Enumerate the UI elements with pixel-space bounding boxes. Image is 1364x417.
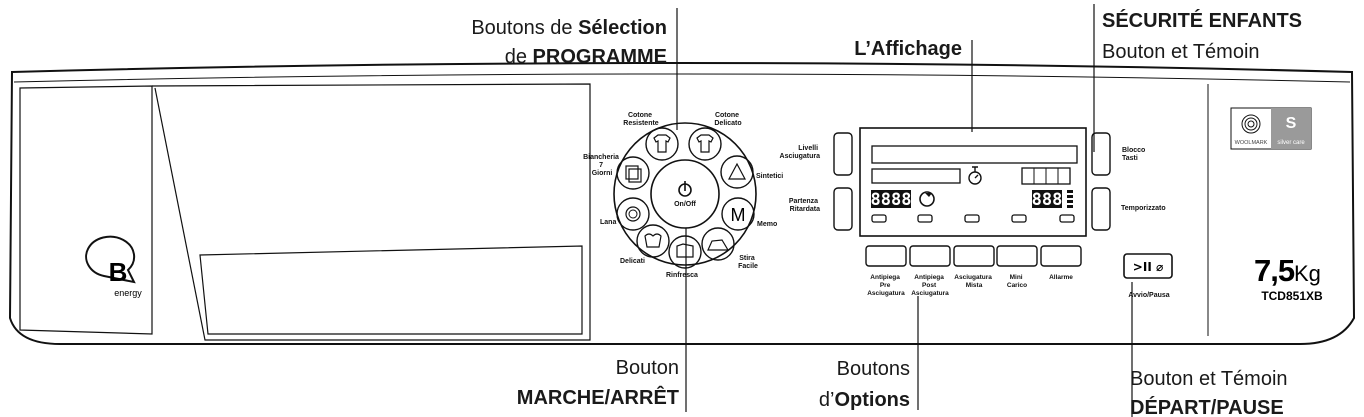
label-antipiega-post: Antipiega Post Asciugatura: [911, 274, 949, 297]
linen-icon: [625, 165, 639, 180]
refresh-icon: [676, 243, 694, 258]
callout-securite-line2: Bouton et Témoin: [1102, 41, 1260, 63]
program-button-cotone-delicato[interactable]: [688, 127, 722, 161]
label-delicati: Delicati: [620, 258, 645, 265]
energy-word: energy: [114, 288, 142, 298]
memo-symbol: M: [731, 205, 746, 225]
onoff-label: On/Off: [674, 201, 696, 208]
display-panel: Livelli Asciugatura Partenza Ritardata 8…: [780, 127, 1166, 237]
callout-selection-line2: de PROGRAMME: [505, 46, 667, 68]
option-buttons: Antipiega Pre Asciugatura Antipiega Post…: [865, 245, 1082, 297]
program-button-stira-facile[interactable]: [701, 227, 735, 261]
silver-care-icon: S: [1286, 115, 1297, 132]
triangle-icon: [728, 162, 746, 180]
program-button-memo[interactable]: M: [721, 197, 755, 231]
partenza-button[interactable]: [833, 187, 853, 231]
callout-selection-line1: Boutons de Sélection: [471, 17, 667, 39]
shirt-icon: [696, 134, 714, 153]
livelli-button[interactable]: [833, 132, 853, 176]
lcd-bar-mid: [871, 168, 961, 184]
capacity-value: 7,5: [1254, 253, 1295, 288]
option-antipiega-pre-button[interactable]: [865, 245, 907, 267]
silver-care-badge: [1271, 108, 1311, 149]
label-blocco: Blocco Tasti: [1122, 147, 1147, 162]
delicate-icon: [644, 233, 662, 248]
blocco-tasti-button[interactable]: [1091, 132, 1111, 176]
lcd-bar-top: [871, 145, 1078, 164]
callout-securite-line1: SÉCURITÉ ENFANTS: [1102, 9, 1302, 32]
onoff-button[interactable]: [650, 159, 720, 229]
display-right: 888: [1032, 190, 1063, 210]
option-asciugatura-mista-button[interactable]: [953, 245, 995, 267]
option-leds: [871, 214, 1075, 223]
option-allarme-button[interactable]: [1040, 245, 1082, 267]
temporizzato-button[interactable]: [1091, 187, 1111, 231]
program-button-cotone-resistente[interactable]: [645, 127, 679, 161]
program-button-delicati[interactable]: [636, 224, 670, 258]
panel-outline: [8, 62, 1356, 345]
option-antipiega-post-button[interactable]: [909, 245, 951, 267]
callout-options-line2: d’Options: [819, 389, 910, 411]
capacity-badge: 7,5 Kg TCD851XB: [1254, 253, 1323, 303]
display-right-bg: [1032, 190, 1062, 208]
callout-options-line1: Boutons: [837, 358, 910, 380]
iron-icon: [707, 239, 730, 251]
label-avvio: Avvio/Pausa: [1128, 292, 1169, 299]
label-biancheria: Biancheria 7 Giorni: [583, 154, 621, 177]
label-partenza: Partenza Ritardata: [789, 198, 820, 213]
avvio-pausa-button[interactable]: >II ⌀: [1123, 253, 1173, 279]
label-livelli: Livelli Asciugatura: [780, 145, 821, 160]
energy-logo: B energy: [85, 235, 142, 298]
label-sintetici: Sintetici: [756, 173, 783, 180]
shirt-icon: [653, 134, 671, 153]
callout-lines: [676, 4, 1133, 417]
option-mini-carico-button[interactable]: [996, 245, 1038, 267]
callout-affichage: L’Affichage: [854, 38, 962, 60]
level-indicator: [1021, 167, 1071, 185]
label-cotone-delicato: Cotone Delicato: [714, 112, 741, 127]
program-button-rinfresca[interactable]: [668, 235, 702, 269]
label-antipiega-pre: Antipiega Pre Asciugatura: [867, 274, 905, 297]
label-asciugatura-mista: Asciugatura Mista: [954, 274, 993, 289]
display-left: 8888: [871, 190, 912, 210]
program-button-biancheria[interactable]: [616, 156, 650, 190]
callout-depart-line1: Bouton et Témoin: [1130, 368, 1288, 390]
label-cotone-resistente: Cotone Resistente: [623, 112, 659, 127]
callout-onoff-line1: Bouton: [616, 357, 679, 379]
label-allarme: Allarme: [1049, 274, 1073, 281]
wool-icon: [625, 206, 641, 222]
label-mini-carico: Mini Carico: [1007, 274, 1027, 289]
program-dial: On/Off M: [583, 112, 783, 279]
callout-onoff-line2: MARCHE/ARRÊT: [517, 385, 679, 409]
label-memo: Memo: [757, 221, 777, 228]
label-stira-facile: Stira Facile: [738, 255, 758, 270]
lcd-frame: [859, 127, 1087, 237]
woolmark-icon: [1241, 114, 1261, 134]
display-small-segments: [1067, 190, 1073, 208]
label-temporizzato: Temporizzato: [1121, 205, 1166, 212]
label-lana: Lana: [600, 219, 616, 226]
program-button-sintetici[interactable]: [720, 155, 754, 189]
timer-icon: [968, 166, 982, 185]
woolmark-logo: WOOLMARK S silver care: [1230, 107, 1312, 150]
program-button-lana[interactable]: [616, 197, 650, 231]
callout-depart-line2: DÉPART/PAUSE: [1130, 396, 1284, 417]
woolmark-text: WOOLMARK: [1235, 140, 1268, 146]
power-icon: [678, 181, 692, 197]
label-rinfresca: Rinfresca: [666, 272, 698, 279]
energy-letter: B: [109, 257, 128, 287]
capacity-unit: Kg: [1294, 261, 1321, 286]
cycle-icon: [919, 191, 935, 207]
silver-care-text: silver care: [1277, 140, 1305, 146]
play-pause-icon: >II ⌀: [1133, 260, 1163, 274]
display-left-bg: [871, 190, 911, 208]
model-number: TCD851XB: [1261, 289, 1323, 303]
